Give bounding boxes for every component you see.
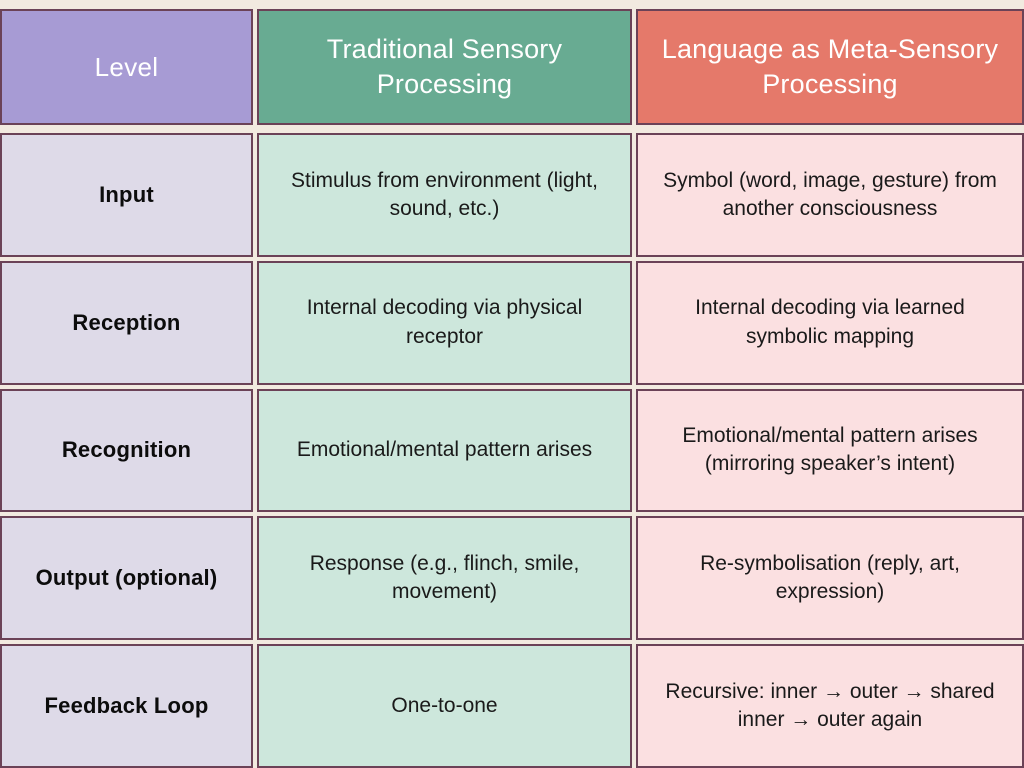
cell-language-label: Internal decoding via learned symbolic m… bbox=[695, 296, 965, 348]
column-header-level: Level bbox=[0, 9, 253, 125]
cell-language: Emotional/mental pattern arises (mirrori… bbox=[636, 388, 1024, 513]
column-header-language-label: Language as Meta-Sensory Processing bbox=[661, 33, 999, 99]
cell-language-label: Recursive: inner → outer → shared inner … bbox=[665, 679, 995, 732]
cell-language: Symbol (word, image, gesture) from anoth… bbox=[636, 133, 1024, 257]
cell-traditional: Response (e.g., flinch, smile, movement) bbox=[257, 516, 632, 641]
cell-language: Recursive: inner → outer → shared inner … bbox=[636, 644, 1024, 768]
cell-level-label: Input bbox=[99, 181, 154, 207]
cell-language-label: Emotional/mental pattern arises (mirrori… bbox=[682, 424, 978, 476]
column-header-traditional: Traditional Sensory Processing bbox=[257, 9, 632, 125]
table-row: Output (optional) Response (e.g., flinch… bbox=[0, 516, 1024, 641]
table-row: Feedback Loop One-to-one Recursive: inne… bbox=[0, 644, 1024, 768]
cell-traditional-label: One-to-one bbox=[391, 693, 498, 717]
table-row: Reception Internal decoding via physical… bbox=[0, 260, 1024, 385]
table-row: Input Stimulus from environment (light, … bbox=[0, 133, 1024, 257]
column-header-level-label: Level bbox=[94, 51, 159, 82]
cell-traditional-label: Emotional/mental pattern arises bbox=[296, 438, 593, 462]
column-header-traditional-label: Traditional Sensory Processing bbox=[326, 33, 563, 99]
cell-level: Output (optional) bbox=[0, 516, 253, 641]
cell-traditional: Internal decoding via physical receptor bbox=[257, 260, 632, 385]
cell-traditional: Emotional/mental pattern arises bbox=[257, 388, 632, 513]
cell-traditional: One-to-one bbox=[257, 644, 632, 768]
cell-level-label: Reception bbox=[72, 309, 181, 335]
cell-level-label: Recognition bbox=[61, 437, 192, 463]
cell-level: Reception bbox=[0, 260, 253, 385]
cell-level: Recognition bbox=[0, 388, 253, 513]
cell-traditional-label: Internal decoding via physical receptor bbox=[306, 296, 583, 348]
cell-language-label: Symbol (word, image, gesture) from anoth… bbox=[663, 168, 997, 220]
cell-traditional-label: Response (e.g., flinch, smile, movement) bbox=[309, 551, 580, 604]
cell-level: Input bbox=[0, 133, 253, 257]
cell-level-label: Output (optional) bbox=[35, 565, 218, 591]
column-header-language: Language as Meta-Sensory Processing bbox=[636, 9, 1024, 125]
cell-level-label: Feedback Loop bbox=[44, 693, 209, 719]
cell-traditional-label: Stimulus from environment (light, sound,… bbox=[291, 168, 598, 220]
cell-language: Re-symbolisation (reply, art, expression… bbox=[636, 516, 1024, 641]
row-divider bbox=[0, 125, 1024, 133]
cell-language-label: Re-symbolisation (reply, art, expression… bbox=[700, 551, 960, 604]
cell-language: Internal decoding via learned symbolic m… bbox=[636, 260, 1024, 385]
table-row: Recognition Emotional/mental pattern ari… bbox=[0, 388, 1024, 513]
table-header-row: Level Traditional Sensory Processing Lan… bbox=[0, 9, 1024, 125]
cell-level: Feedback Loop bbox=[0, 644, 253, 768]
cell-traditional: Stimulus from environment (light, sound,… bbox=[257, 133, 632, 257]
